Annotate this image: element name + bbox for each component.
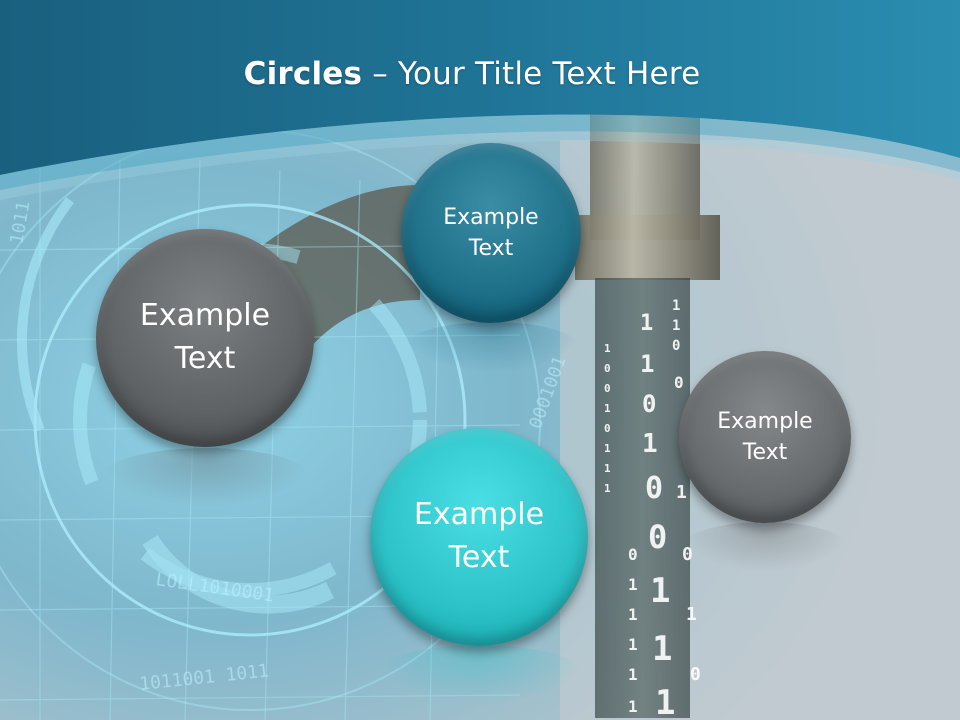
circle-small-right: Example Text bbox=[679, 351, 851, 523]
svg-text:1: 1 bbox=[628, 635, 638, 654]
circle-text-line2: Text bbox=[468, 236, 514, 261]
svg-text:1: 1 bbox=[604, 342, 611, 355]
circle-text-line2: Text bbox=[174, 341, 236, 376]
svg-text:0: 0 bbox=[642, 390, 656, 418]
svg-text:1: 1 bbox=[604, 442, 611, 455]
svg-text:0: 0 bbox=[645, 471, 663, 506]
svg-text:0: 0 bbox=[690, 664, 701, 685]
svg-text:1: 1 bbox=[686, 604, 697, 625]
svg-text:1: 1 bbox=[672, 318, 680, 334]
svg-text:0: 0 bbox=[604, 362, 611, 375]
svg-text:1: 1 bbox=[676, 482, 687, 503]
circle-small-top: Example Text bbox=[401, 143, 581, 323]
circle-text-line1: Example bbox=[139, 298, 271, 334]
circle-text-line1: Example bbox=[443, 204, 539, 230]
svg-text:0: 0 bbox=[672, 338, 680, 354]
svg-text:0: 0 bbox=[674, 373, 684, 392]
svg-text:0: 0 bbox=[682, 544, 693, 565]
circle-text-line1: Example bbox=[413, 497, 545, 533]
circle-large-left: Example Text bbox=[96, 229, 314, 447]
svg-text:1: 1 bbox=[642, 429, 658, 459]
svg-text:1: 1 bbox=[628, 665, 638, 684]
svg-text:1: 1 bbox=[604, 462, 611, 475]
svg-text:1: 1 bbox=[652, 629, 672, 669]
svg-text:1: 1 bbox=[604, 482, 611, 495]
svg-text:0: 0 bbox=[604, 382, 611, 395]
circle-text-line2: Text bbox=[742, 440, 788, 465]
svg-text:0: 0 bbox=[628, 545, 638, 564]
svg-text:1: 1 bbox=[672, 298, 680, 314]
svg-text:1: 1 bbox=[628, 575, 638, 594]
circle-large-bottom: Example Text bbox=[370, 428, 588, 646]
svg-text:0: 0 bbox=[648, 518, 667, 556]
circle-text-line1: Example bbox=[717, 408, 813, 434]
svg-text:1: 1 bbox=[628, 605, 638, 624]
slide-title: Circles – Your Title Text Here bbox=[243, 56, 701, 92]
svg-text:1: 1 bbox=[640, 311, 653, 336]
svg-text:1: 1 bbox=[604, 402, 611, 415]
svg-text:1: 1 bbox=[650, 571, 670, 611]
svg-text:1: 1 bbox=[655, 683, 675, 720]
svg-text:0: 0 bbox=[604, 422, 611, 435]
svg-text:1: 1 bbox=[628, 697, 638, 716]
circle-text-line2: Text bbox=[448, 540, 510, 575]
svg-text:1: 1 bbox=[640, 350, 654, 378]
